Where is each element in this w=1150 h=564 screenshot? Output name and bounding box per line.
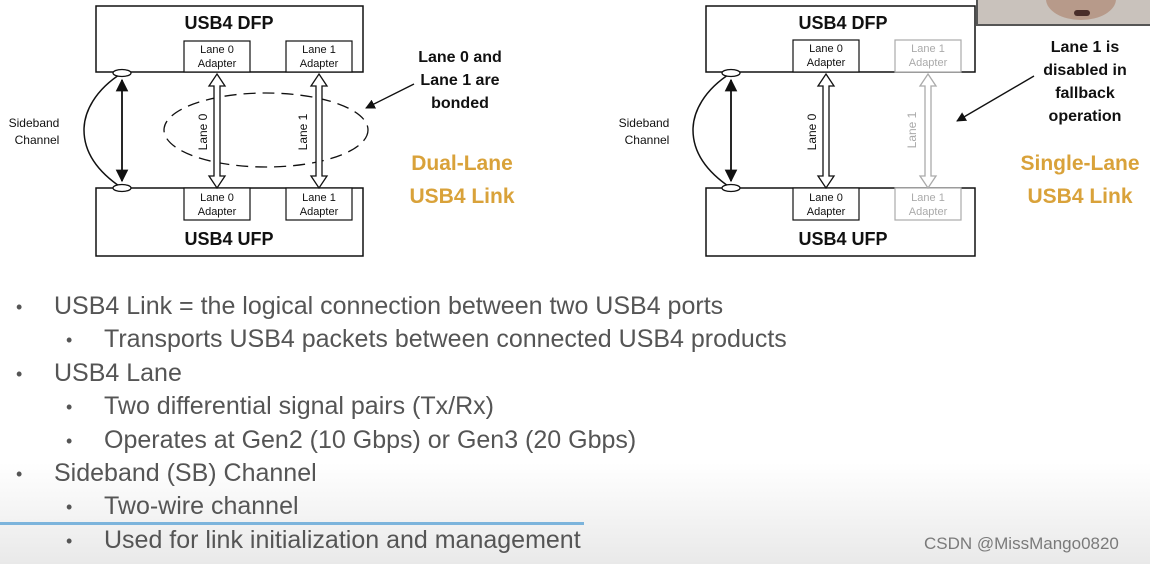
lane0-adapter-top-line1: Lane 0 <box>809 43 843 55</box>
lane1-adapter-bottom-line2: Adapter <box>300 206 339 218</box>
sideband-label-line2: Channel <box>625 133 670 147</box>
fallback-callout-arrow <box>956 75 1035 122</box>
lane0-adapter-top-line2: Adapter <box>807 57 846 69</box>
fallback-callout-line1: Lane 1 is <box>1051 39 1120 56</box>
lane1-adapter-bottom-line1: Lane 1 <box>302 192 336 204</box>
bullet-dot-icon: • <box>16 464 23 484</box>
lane0-adapter-top-line2: Adapter <box>198 58 237 70</box>
dual-lane-diagram: USB4 DFP Lane 0 Adapter Lane 1 Adapter L… <box>9 5 515 257</box>
bullet-dot-icon: • <box>16 363 23 384</box>
bullet-dot-icon: • <box>66 497 73 518</box>
sideband-top-connector <box>112 68 132 78</box>
fallback-callout-line3: fallback <box>1055 85 1115 102</box>
bullet-text: USB4 Link = the logical connection betwe… <box>54 292 724 320</box>
bullet-text: Two differential signal pairs (Tx/Rx) <box>104 392 494 421</box>
lane1-adapter-bottom-disabled <box>894 187 962 221</box>
fallback-callout-line2: disabled in <box>1043 62 1127 79</box>
sideband-label-line1: Sideband <box>619 116 670 130</box>
lane1-arrow <box>309 72 329 190</box>
sideband-label-line2: Channel <box>15 133 60 147</box>
bullet-text: Transports USB4 packets between connecte… <box>104 325 787 354</box>
sideband-bottom-connector <box>112 183 132 193</box>
lane1-adapter-bottom <box>285 187 353 221</box>
sideband-wire <box>83 72 123 189</box>
bonded-callout-line2: Lane 1 are <box>420 72 499 89</box>
lane0-adapter-bottom-line2: Adapter <box>198 206 237 218</box>
webcam-overlay <box>976 0 1150 26</box>
ufp-title: USB4 UFP <box>798 229 887 249</box>
bullet-text: Used for link initialization and managem… <box>104 525 581 554</box>
dfp-title: USB4 DFP <box>798 13 887 33</box>
bullet-dot-icon: • <box>66 397 73 418</box>
bullet-text: Two-wire channel <box>104 492 299 521</box>
lane0-label: Lane 0 <box>805 113 819 150</box>
bullet-dot-icon: • <box>66 330 73 351</box>
lane1-adapter-bottom-line2: Adapter <box>909 206 948 218</box>
lane1-arrow-disabled <box>918 72 938 190</box>
lane1-adapter-top <box>285 40 353 73</box>
ufp-title: USB4 UFP <box>184 229 273 249</box>
lane0-adapter-top <box>792 39 860 73</box>
lane0-adapter-bottom <box>183 187 251 221</box>
lane0-adapter-bottom-line1: Lane 0 <box>809 192 843 204</box>
lane0-adapter-bottom <box>792 187 860 221</box>
bonded-callout-line1: Lane 0 and <box>418 49 502 66</box>
dfp-title: USB4 DFP <box>184 13 273 33</box>
sideband-wire <box>692 72 732 189</box>
lane0-arrow <box>816 72 836 190</box>
sideband-label-line1: Sideband <box>9 116 60 130</box>
lane0-adapter-top <box>183 40 251 73</box>
lane0-adapter-top-line1: Lane 0 <box>200 44 234 56</box>
bonded-callout-arrow <box>365 83 415 109</box>
video-progress-bar[interactable] <box>0 522 584 525</box>
bullet-text: USB4 Lane <box>54 358 182 387</box>
lane1-label: Lane 1 <box>905 111 919 148</box>
single-lane-title-line1: Single-Lane <box>1020 152 1139 175</box>
lane0-adapter-bottom-line2: Adapter <box>807 206 846 218</box>
bullet-dot-icon: • <box>66 530 73 551</box>
bonded-ellipse <box>163 92 369 168</box>
lane1-adapter-top-line1: Lane 1 <box>302 44 336 56</box>
dual-lane-title-line1: Dual-Lane <box>411 152 513 175</box>
usb4-link-diagram: USB4 DFP Lane 0 Adapter Lane 1 Adapter L… <box>9 5 1140 257</box>
bonded-callout-line3: bonded <box>431 95 489 112</box>
presenter-mouth <box>1074 10 1090 16</box>
dual-lane-title-line2: USB4 Link <box>409 185 514 208</box>
bullet-dot-icon: • <box>66 430 73 451</box>
lane0-arrow <box>207 72 227 190</box>
single-lane-diagram: USB4 DFP Lane 0 Adapter Lane 1 Adapter L… <box>619 5 1140 257</box>
sideband-top-connector <box>721 68 741 78</box>
lane0-adapter-bottom-line1: Lane 0 <box>200 192 234 204</box>
bullet-text: Sideband (SB) Channel <box>54 459 317 487</box>
lane1-adapter-top-line2: Adapter <box>909 57 948 69</box>
fallback-callout-line4: operation <box>1049 108 1122 125</box>
single-lane-title-line2: USB4 Link <box>1027 185 1132 208</box>
lane0-label: Lane 0 <box>196 113 210 150</box>
lane1-adapter-top-line1: Lane 1 <box>911 43 945 55</box>
sideband-bottom-connector <box>721 183 741 193</box>
bullet-dot-icon: • <box>16 297 23 317</box>
lane1-adapter-bottom-line1: Lane 1 <box>911 192 945 204</box>
lane1-label: Lane 1 <box>296 113 310 150</box>
bullet-text: Operates at Gen2 (10 Gbps) or Gen3 (20 G… <box>104 425 637 454</box>
lane1-adapter-top-disabled <box>894 39 962 73</box>
lane1-adapter-top-line2: Adapter <box>300 58 339 70</box>
watermark: CSDN @MissMango0820 <box>924 534 1119 553</box>
